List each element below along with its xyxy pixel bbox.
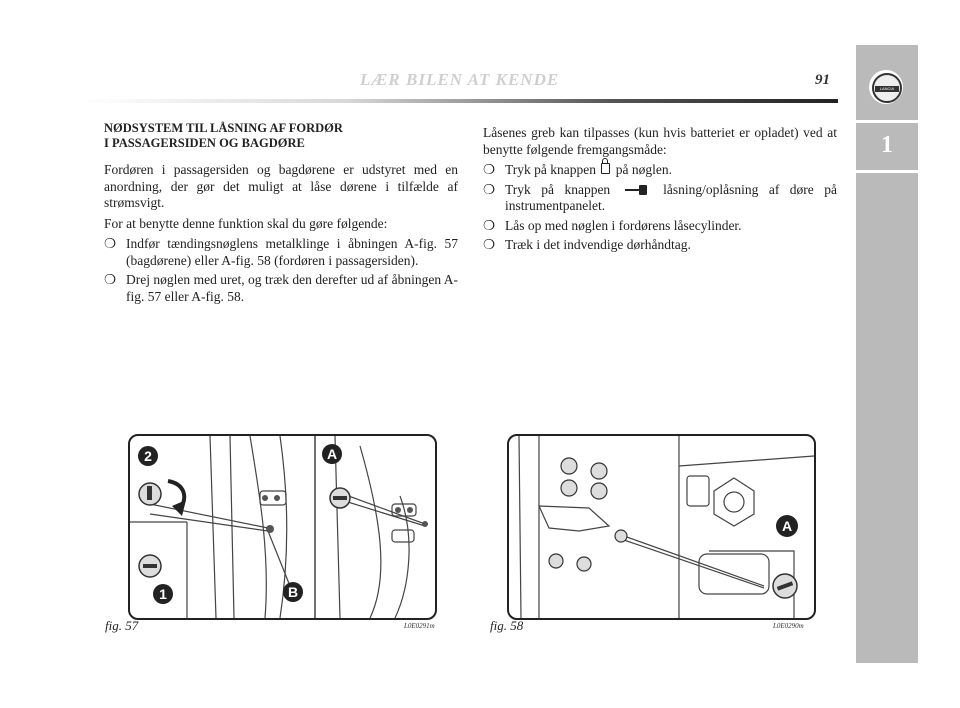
lancia-logo-icon: LANCIA (869, 70, 903, 104)
left-column: NØDSYSTEM TIL LÅSNING AF FORDØR I PASSAG… (104, 121, 458, 308)
header-rule (80, 99, 838, 103)
bullet-icon: ❍ (483, 237, 496, 252)
bullet-icon: ❍ (483, 181, 496, 197)
list-item: ❍ Drej nøglen med uret, og træk den dere… (104, 272, 458, 304)
callout-label: 2 (144, 448, 152, 464)
list-item: ❍ Træk i det indvendige dørhåndtag. (483, 237, 691, 252)
figure-58-illustration: A (507, 434, 816, 620)
running-header-title: LÆR BILEN AT KENDE (360, 70, 560, 89)
list-item: ❍ Tryk på knappen låsning/oplåsning af d… (483, 181, 837, 214)
figure-code: L0E0290m (773, 622, 804, 630)
logo-text: LANCIA (879, 86, 895, 91)
list-item: ❍ Tryk på knappen på nøglen. (483, 158, 672, 177)
section-heading: NØDSYSTEM TIL LÅSNING AF FORDØR I PASSAG… (104, 121, 343, 150)
figure-57-illustration: 2 1 A B (128, 434, 437, 620)
figure-label: fig. 57 (105, 618, 139, 633)
callout-label: 1 (159, 586, 167, 602)
list-item: ❍ Lås op med nøglen i fordørens låsecyli… (483, 217, 742, 233)
paragraph: Låsenes greb kan tilpasses (kun hvis bat… (483, 125, 837, 157)
instruction-list: ❍ Tryk på knappen på nøglen. ❍ Tryk på k… (483, 158, 837, 254)
door-lock-button-icon (624, 185, 649, 196)
bullet-icon: ❍ (483, 217, 496, 233)
bullet-icon: ❍ (483, 162, 496, 177)
figure-code: L0E0291m (404, 622, 435, 630)
padlock-icon (601, 158, 611, 174)
bullet-icon: ❍ (104, 236, 117, 251)
paragraph: For at benytte denne funktion skal du gø… (104, 215, 388, 231)
right-column: Låsenes greb kan tilpasses (kun hvis bat… (483, 125, 837, 257)
bullet-icon: ❍ (104, 272, 117, 287)
page-number: 91 (815, 72, 830, 88)
front-door-lock-diagram: A (518, 436, 814, 618)
chapter-side-tab (856, 45, 918, 663)
paragraph: Fordøren i passagersiden og bagdørene er… (104, 162, 458, 210)
instruction-list: ❍ Indfør tændingsnøglens metalklinge i å… (104, 236, 458, 305)
list-item: ❍ Indfør tændingsnøglens metalklinge i å… (104, 236, 458, 268)
callout-label: B (288, 584, 298, 600)
tab-divider (856, 170, 918, 173)
callout-label: A (327, 446, 337, 462)
callout-label: A (782, 518, 792, 534)
door-lock-diagram: 2 1 A B (130, 436, 428, 618)
figure-label: fig. 58 (490, 618, 524, 633)
tab-divider (856, 120, 918, 123)
chapter-number: 1 (881, 132, 893, 158)
